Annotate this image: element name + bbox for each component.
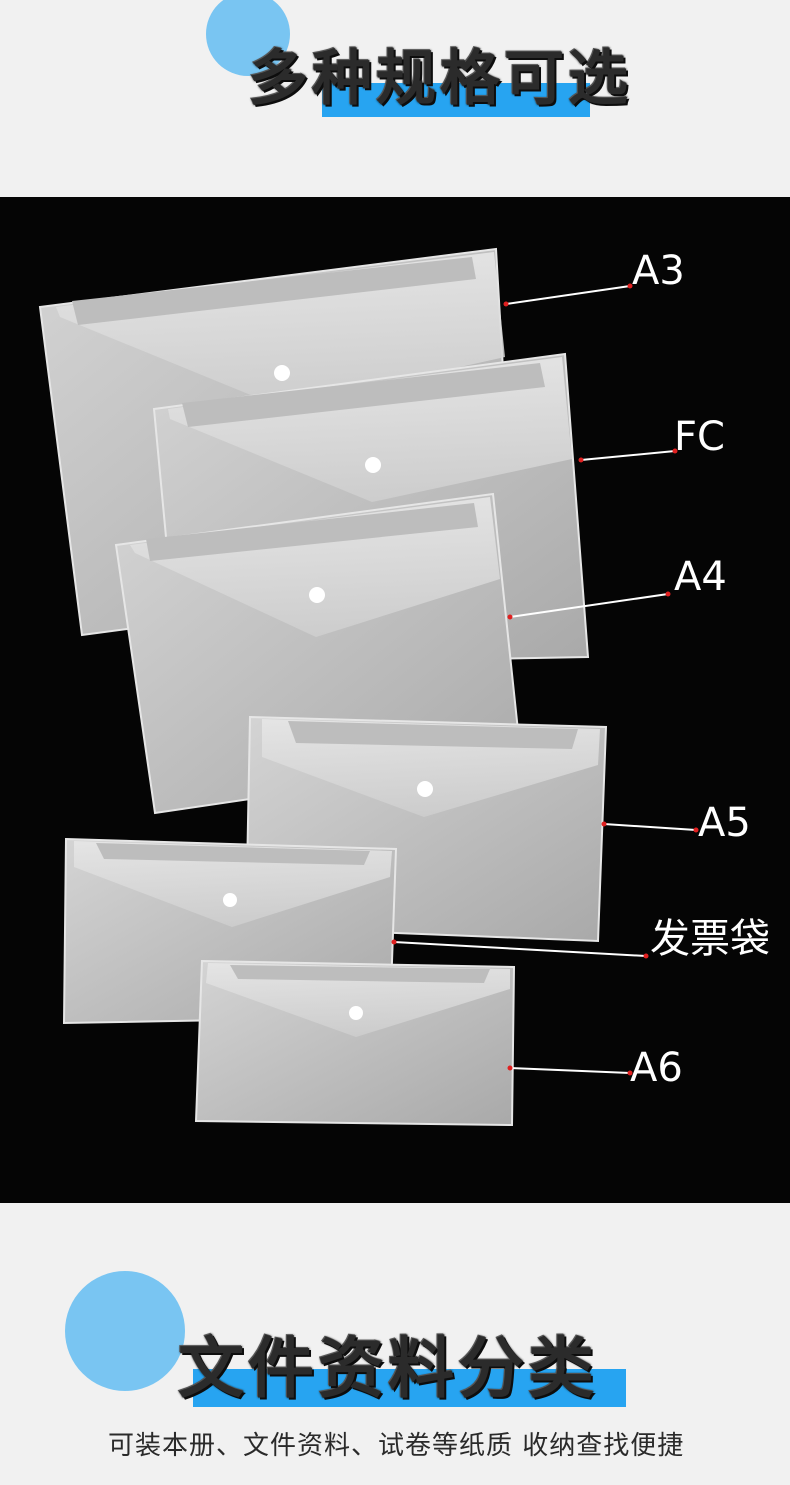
decor-circle: [65, 1271, 185, 1391]
size-label-invoice: 发票袋: [650, 916, 770, 962]
section-caption: 可装本册、文件资料、试卷等纸质 收纳查找便捷: [108, 1431, 685, 1461]
envelope-a6: [194, 959, 516, 1127]
size-label-a3: A3: [632, 248, 685, 294]
product-photo: A3 FC A4 A5 发票袋 A6: [0, 197, 790, 1203]
section-header-categories: 文件资料分类 可装本册、文件资料、试卷等纸质 收纳查找便捷: [0, 1203, 790, 1485]
decor-circle: [206, 0, 290, 76]
envelope-illustration: [38, 247, 699, 1127]
section-title-categories: 文件资料分类: [178, 1330, 598, 1407]
decor-underline-bar: [322, 83, 590, 117]
decor-underline-bar: [193, 1369, 626, 1407]
leader-dots: [391, 283, 699, 1076]
size-label-fc: FC: [674, 414, 725, 460]
section-header-specs: 多种规格可选: [0, 0, 790, 197]
section-title-specs: 多种规格可选: [248, 44, 632, 114]
leader-lines: [393, 285, 697, 1074]
size-label-a6: A6: [630, 1045, 683, 1091]
size-label-a4: A4: [674, 554, 727, 600]
size-label-a5: A5: [698, 800, 751, 846]
